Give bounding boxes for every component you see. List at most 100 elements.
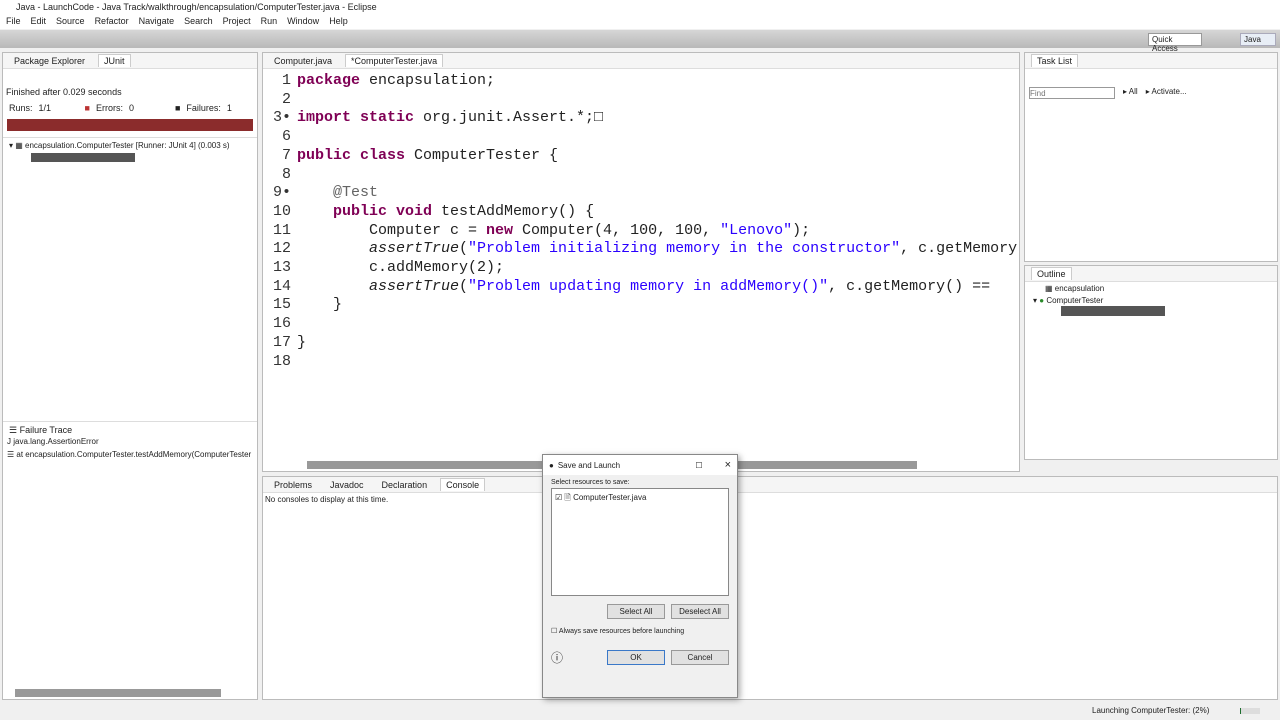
- code-text: package encapsulation;: [297, 72, 496, 89]
- line-number: 12: [272, 240, 291, 258]
- menu-help[interactable]: Help: [329, 16, 348, 26]
- task-activate[interactable]: ▸ Activate...: [1145, 87, 1187, 96]
- close-icon[interactable]: ×: [724, 459, 731, 471]
- status-launching: Launching ComputerTester: (2%): [1092, 706, 1210, 715]
- finished-text: Finished after 0.029 seconds: [6, 87, 122, 97]
- code-text: import static org.junit.Assert.*;□: [297, 109, 604, 127]
- main-toolbar[interactable]: [0, 30, 1280, 48]
- dialog-title: Save and Launch: [557, 460, 621, 470]
- code-line[interactable]: 1 package encapsulation;: [267, 72, 1019, 91]
- tab-console[interactable]: Console: [440, 478, 486, 491]
- code-line[interactable]: 12 assertTrue("Problem initializing memo…: [267, 240, 1019, 259]
- line-number: 18: [272, 352, 291, 370]
- junit-progress-bar: [7, 119, 253, 131]
- trace-line[interactable]: J java.lang.AssertionError: [7, 437, 99, 446]
- line-number: 11: [272, 221, 291, 239]
- editor-tabbar: Computer.java *ComputerTester.java: [263, 53, 1019, 69]
- task-filter-all[interactable]: ▸ All: [1123, 87, 1138, 96]
- resource-list[interactable]: ☑ 🗎 ComputerTester.java: [551, 488, 729, 596]
- tab-computertester-java[interactable]: *ComputerTester.java: [345, 54, 444, 67]
- tab-problems[interactable]: Problems: [274, 479, 313, 490]
- outline-item[interactable]: ▾ ● ComputerTester: [1033, 296, 1104, 305]
- maximize-icon[interactable]: ☐: [695, 460, 703, 470]
- junit-view: Package Explorer JUnit Finished after 0.…: [2, 52, 258, 700]
- code-line[interactable]: 14 assertTrue("Problem updating memory i…: [267, 278, 1019, 297]
- left-tabbar: Package Explorer JUnit: [3, 53, 257, 69]
- code-line[interactable]: 17}: [267, 334, 1019, 353]
- line-number: 6: [281, 128, 291, 146]
- outline-item[interactable]: ▦ encapsulation: [1045, 284, 1105, 293]
- java-perspective-button[interactable]: Java: [1240, 33, 1276, 46]
- code-line[interactable]: 6: [267, 128, 1019, 147]
- tab-declaration[interactable]: Declaration: [381, 479, 428, 490]
- code-text: assertTrue("Problem updating memory in a…: [369, 277, 991, 295]
- code-text: assertTrue("Problem initializing memory …: [369, 240, 1018, 258]
- line-number: 1: [281, 72, 291, 89]
- code-line[interactable]: 2: [267, 91, 1019, 110]
- line-number: 17: [272, 333, 291, 351]
- line-number: 2: [281, 90, 291, 108]
- errors-count: 0: [128, 103, 134, 113]
- code-text: }: [297, 296, 343, 314]
- menu-navigate[interactable]: Navigate: [138, 16, 175, 26]
- failures-count: 1: [226, 103, 232, 113]
- editor[interactable]: Computer.java *ComputerTester.java 1 pack…: [262, 52, 1020, 472]
- line-number: 14: [272, 277, 291, 295]
- horizontal-scrollbar[interactable]: [15, 689, 221, 697]
- outline-selected-method[interactable]: [1061, 306, 1165, 316]
- line-number: 9•: [272, 184, 291, 202]
- console-message: No consoles to display at this time.: [265, 495, 389, 504]
- junit-counters: Runs:1/1 ■Errors:0 ■Failures:1: [9, 103, 232, 113]
- code-line[interactable]: 3• import static org.junit.Assert.*;□: [267, 109, 1019, 128]
- resource-item[interactable]: ☑ 🗎 ComputerTester.java: [555, 493, 647, 502]
- code-line[interactable]: 15 }: [267, 296, 1019, 315]
- tab-task-list[interactable]: Task List: [1031, 54, 1079, 67]
- cancel-button[interactable]: Cancel: [671, 650, 729, 665]
- line-number: 3•: [272, 109, 291, 127]
- code-line[interactable]: 18: [267, 353, 1019, 372]
- menu-refactor[interactable]: Refactor: [94, 16, 129, 26]
- line-number: 8: [281, 165, 291, 183]
- code-text: @Test: [333, 184, 379, 202]
- code-line[interactable]: 11 Computer c = new Computer(4, 100, 100…: [267, 222, 1019, 241]
- task-find-input[interactable]: [1029, 87, 1115, 99]
- deselect-all-button[interactable]: Deselect All: [671, 604, 729, 619]
- test-tree-root[interactable]: ▾ ▦ encapsulation.ComputerTester [Runner…: [3, 137, 257, 153]
- menu-file[interactable]: File: [6, 16, 21, 26]
- code-text: public class ComputerTester {: [297, 146, 559, 164]
- junit-toolbar[interactable]: [3, 69, 257, 87]
- error-icon: ■: [84, 103, 90, 113]
- save-and-launch-dialog: ● Save and Launch ☐× Select resources to…: [542, 454, 738, 698]
- code-text: public void testAddMemory() {: [333, 202, 595, 220]
- ok-button[interactable]: OK: [607, 650, 665, 665]
- code-line[interactable]: 10 public void testAddMemory() {: [267, 203, 1019, 222]
- help-icon[interactable]: ⓘ: [551, 651, 564, 665]
- test-tree-selected-item[interactable]: [31, 153, 135, 162]
- tab-package-explorer[interactable]: Package Explorer: [14, 55, 86, 66]
- select-all-button[interactable]: Select All: [607, 604, 665, 619]
- menu-window[interactable]: Window: [287, 16, 320, 26]
- tab-outline[interactable]: Outline: [1031, 267, 1072, 280]
- menu-source[interactable]: Source: [56, 16, 85, 26]
- quick-access-input[interactable]: Quick Access: [1148, 33, 1202, 53]
- menu-project[interactable]: Project: [222, 16, 251, 26]
- outline-view: Outline ▦ encapsulation ▾ ● ComputerTest…: [1024, 265, 1278, 460]
- tab-computer-java[interactable]: Computer.java: [274, 55, 333, 66]
- menu-run[interactable]: Run: [260, 16, 278, 26]
- task-list-toolbar[interactable]: [1025, 69, 1277, 85]
- code-line[interactable]: 8: [267, 166, 1019, 185]
- code-line[interactable]: 16: [267, 315, 1019, 334]
- trace-line[interactable]: ☰ at encapsulation.ComputerTester.testAd…: [7, 450, 252, 459]
- status-progress: [1240, 708, 1260, 714]
- menu-search[interactable]: Search: [184, 16, 213, 26]
- line-number: 10: [272, 202, 291, 220]
- menu-edit[interactable]: Edit: [30, 16, 47, 26]
- window-title: Java - LaunchCode - Java Track/walkthrou…: [0, 0, 1280, 15]
- code-line[interactable]: 13 c.addMemory(2);: [267, 259, 1019, 278]
- tab-junit[interactable]: JUnit: [98, 54, 131, 67]
- code-line[interactable]: 9• @Test: [267, 184, 1019, 203]
- always-save-checkbox[interactable]: ☐ Always save resources before launching: [551, 628, 685, 635]
- tab-javadoc[interactable]: Javadoc: [330, 479, 364, 490]
